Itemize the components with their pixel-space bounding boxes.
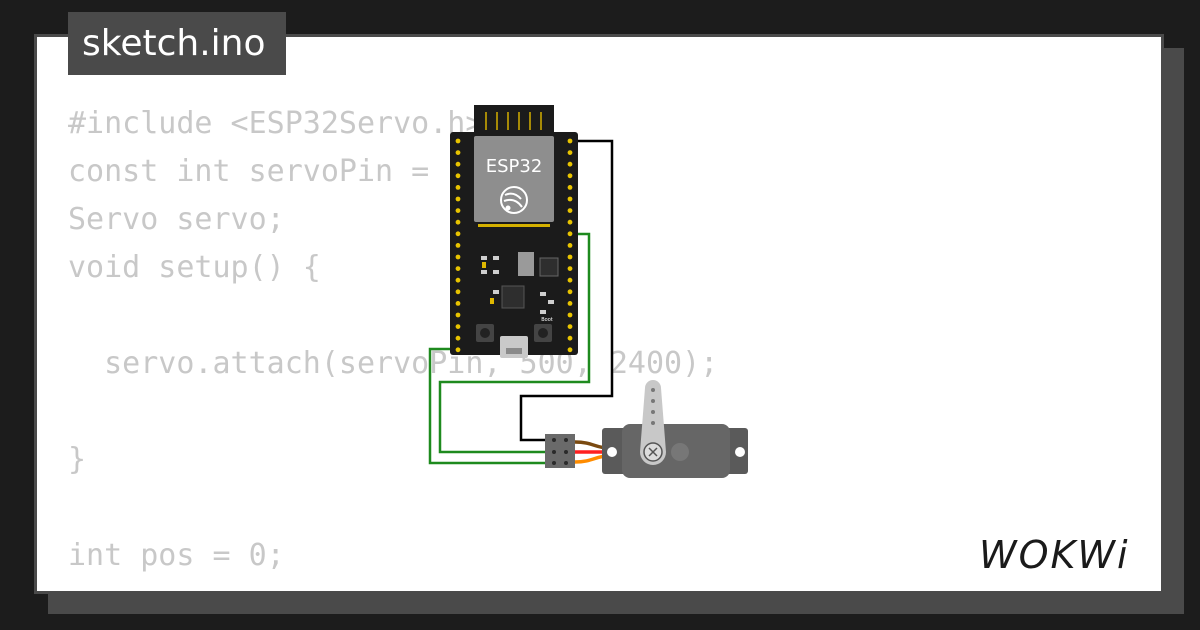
wokwi-logo-text: WOKWi: [979, 533, 1130, 577]
header-pin: [567, 208, 573, 214]
header-pin: [567, 243, 573, 248]
small-chip: [539, 257, 559, 277]
header-pin: [567, 324, 573, 329]
horn-holes: [651, 388, 655, 425]
header-pin: [455, 219, 461, 225]
header-pin: [567, 150, 573, 156]
header-pin: [455, 161, 461, 167]
mount-hole-left: [607, 447, 617, 457]
servo-motor[interactable]: [602, 380, 748, 478]
preview-card: [34, 34, 1164, 594]
header-pin: [455, 196, 461, 202]
header-pin: [455, 185, 461, 190]
esp32-module-shield: [474, 136, 554, 222]
header-pin: [455, 277, 461, 283]
header-pin: [567, 161, 573, 167]
code-line-4: void setup() {: [68, 250, 321, 285]
servo-connector: [545, 434, 575, 468]
header-pin: [455, 301, 461, 306]
header-pin: [455, 208, 461, 214]
voltage-regulator: [518, 252, 534, 276]
wire-signal[interactable]: [438, 232, 591, 454]
header-pin: [567, 173, 573, 179]
header-pin: [567, 277, 573, 283]
header-pin: [567, 254, 573, 260]
shaft-screw-icon: [648, 447, 658, 457]
micro-usb-port: [500, 336, 528, 358]
servo-gear-boss: [671, 443, 689, 461]
header-pin: [455, 150, 461, 156]
header-pin: [455, 289, 461, 295]
left-pin-header: [455, 138, 461, 353]
header-pin: [567, 301, 573, 306]
antenna-trace: [485, 112, 542, 130]
header-pin: [567, 347, 573, 353]
header-pin: [567, 219, 573, 225]
right-pin-header: [567, 138, 573, 353]
code-line-8: }: [68, 442, 87, 477]
header-pin: [567, 312, 573, 318]
header-pin: [567, 266, 573, 271]
usb-uart-chip: [501, 285, 525, 309]
header-pin: [455, 231, 461, 237]
esp32-board[interactable]: ESP32 Boot: [450, 105, 578, 358]
header-pin: [455, 312, 461, 318]
header-pin: [455, 266, 461, 271]
header-pin: [455, 335, 461, 341]
status-leds: [482, 262, 494, 304]
header-pin: [567, 196, 573, 202]
espressif-logo-icon: [500, 186, 528, 214]
reset-button-cap[interactable]: [480, 328, 490, 338]
mount-hole-right: [735, 447, 745, 457]
wire-gnd[interactable]: [519, 139, 614, 442]
boot-button-cap[interactable]: [538, 328, 548, 338]
file-tab-label: sketch.ino: [82, 23, 266, 64]
header-pin: [455, 324, 461, 329]
header-pin: [455, 243, 461, 248]
header-pin: [567, 335, 573, 341]
micro-usb-opening: [506, 348, 522, 354]
header-pin: [567, 289, 573, 295]
header-pin: [455, 138, 461, 144]
code-editor: #include <ESP32Servo.h>const int servoPi…: [68, 100, 718, 580]
code-line-10: int pos = 0;: [68, 538, 285, 573]
header-pin: [455, 173, 461, 179]
header-pin: [455, 254, 461, 260]
header-pin: [455, 347, 461, 353]
boot-label: Boot: [541, 317, 553, 323]
wokwi-logo: WOKWi: [979, 533, 1130, 577]
code-line-1: #include <ESP32Servo.h>: [68, 106, 484, 141]
file-tab[interactable]: sketch.ino: [68, 12, 286, 75]
header-pin: [567, 231, 573, 237]
esp32-label: ESP32: [486, 156, 543, 177]
code-line-3: Servo servo;: [68, 202, 285, 237]
header-pin: [567, 138, 573, 144]
wire-vin[interactable]: [428, 347, 549, 465]
smd-components: [481, 256, 554, 314]
module-pads: [478, 224, 550, 227]
header-pin: [567, 185, 573, 190]
